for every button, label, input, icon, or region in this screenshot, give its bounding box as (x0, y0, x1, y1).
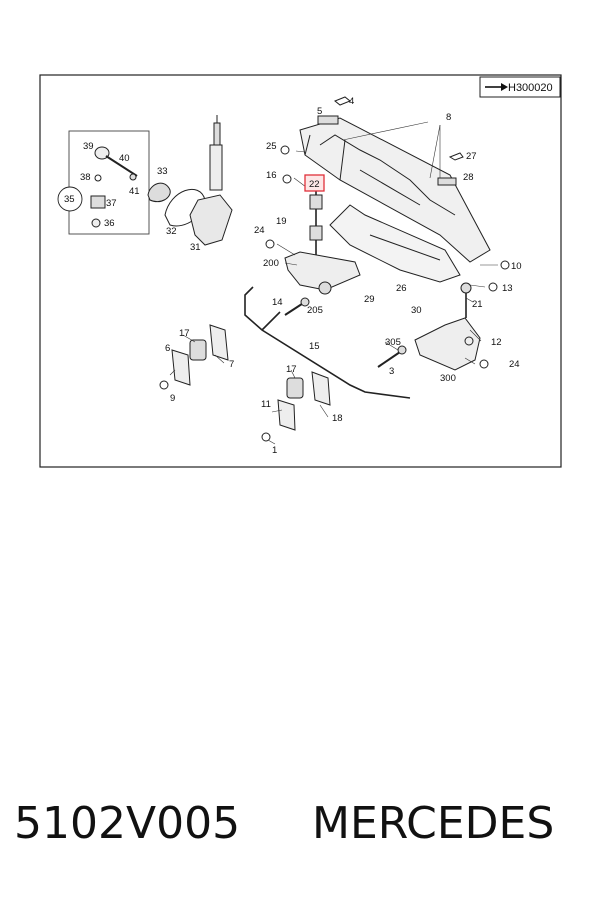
label-7: 7 (229, 359, 234, 370)
label-29: 29 (364, 294, 375, 305)
inset-parts (57, 146, 138, 228)
mounting-bracket (147, 182, 233, 246)
label-19: 19 (276, 216, 287, 227)
bolt-link (284, 297, 310, 316)
trailing-arm (284, 251, 361, 295)
right-mount (377, 282, 481, 371)
label-14: 14 (272, 297, 283, 308)
label-11: 11 (261, 399, 271, 410)
shock-absorber (209, 115, 223, 191)
label-27: 27 (466, 151, 477, 162)
label-31: 31 (190, 242, 201, 253)
label-9: 9 (170, 393, 175, 404)
label-25: 25 (266, 141, 277, 152)
drawing-lines (57, 96, 510, 442)
label-18: 18 (332, 413, 343, 424)
label-22: 22 (309, 179, 320, 190)
label-41: 41 (129, 186, 140, 197)
brand-name: MERCEDES (312, 798, 555, 849)
label-37: 37 (106, 198, 117, 209)
label-3: 3 (389, 366, 394, 377)
leader-lines (169, 121, 498, 445)
label-305: 305 (385, 337, 401, 348)
label-17-top: 17 (179, 328, 190, 339)
label-33: 33 (157, 166, 168, 177)
stabilizer-bar (244, 286, 411, 399)
footer-caption: 5102V005 MERCEDES (0, 790, 600, 870)
label-5: 5 (317, 106, 322, 117)
label-30: 30 (411, 305, 422, 316)
label-21: 21 (472, 299, 483, 310)
label-8: 8 (446, 112, 451, 123)
label-39: 39 (83, 141, 94, 152)
coupling-rod (309, 190, 323, 260)
part-number: 5102V005 (14, 798, 241, 849)
label-24-left: 24 (254, 225, 265, 236)
highlighted-part-box (304, 174, 325, 192)
label-205: 205 (307, 305, 323, 316)
label-38: 38 (80, 172, 91, 183)
label-26: 26 (396, 283, 407, 294)
label-13: 13 (502, 283, 513, 294)
label-300: 300 (440, 373, 456, 384)
label-200: 200 (263, 258, 279, 269)
subframe (299, 96, 491, 263)
label-6: 6 (165, 343, 170, 354)
label-32: 32 (166, 226, 177, 237)
part-labels: 4 5 8 25 27 28 16 22 39 40 33 38 41 35 3… (64, 96, 522, 456)
label-24-right: 24 (509, 359, 520, 370)
label-15: 15 (309, 341, 320, 352)
label-10: 10 (511, 261, 522, 272)
lower-control-arm (329, 204, 461, 283)
label-28: 28 (463, 172, 474, 183)
nuts (159, 145, 510, 442)
label-17-bottom: 17 (286, 364, 297, 375)
reference-box: H300020 (479, 76, 561, 98)
inset-box (68, 130, 150, 235)
label-12: 12 (491, 337, 502, 348)
reference-code: H300020 (508, 82, 553, 94)
label-35: 35 (64, 194, 75, 205)
parts-diagram: H300020 (39, 74, 562, 468)
label-40: 40 (119, 153, 130, 164)
label-16: 16 (266, 170, 277, 181)
label-36: 36 (104, 218, 115, 229)
label-4: 4 (349, 96, 354, 107)
bushings (171, 324, 331, 431)
label-1: 1 (272, 445, 277, 456)
